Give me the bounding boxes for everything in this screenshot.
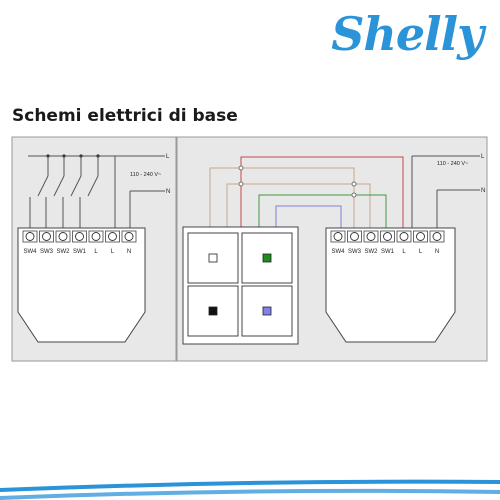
right-terminal-label: SW3 xyxy=(348,249,362,255)
switch-contact xyxy=(87,175,99,197)
right-terminal-label: SW2 xyxy=(364,249,378,255)
left-terminal-label: N xyxy=(127,249,131,255)
right-terminal-label: SW1 xyxy=(381,249,395,255)
left-terminal-label: SW1 xyxy=(73,249,87,255)
wire-blue xyxy=(275,205,342,228)
left-terminal-screw xyxy=(25,232,35,241)
wire-junction xyxy=(238,181,244,187)
switch-panel-buttons xyxy=(187,232,293,337)
left-terminal-label: SW4 xyxy=(23,249,37,255)
panel-indicator-blue xyxy=(262,306,272,316)
right-terminal-screw xyxy=(333,232,343,241)
page-title: Schemi elettrici di base xyxy=(12,106,238,126)
wire-orange-2 xyxy=(226,183,371,228)
left-neutral-label: N xyxy=(166,189,170,195)
footer-wave-stripe xyxy=(0,488,500,500)
switch-contact xyxy=(37,175,49,197)
right-voltage-label: 110 - 240 V~ xyxy=(437,161,468,167)
right-terminal-screw xyxy=(383,232,392,241)
footer-wave xyxy=(0,479,500,500)
right-terminal-label: L xyxy=(419,249,423,255)
wire-junction xyxy=(351,181,357,187)
right-neutral-label: N xyxy=(481,188,485,194)
wire-junction xyxy=(238,165,244,171)
right-terminal-screw xyxy=(399,232,409,241)
left-terminal-label: L xyxy=(111,249,115,255)
left-terminal-label: SW2 xyxy=(56,249,70,255)
left-terminal-screw xyxy=(108,232,117,241)
switch-contact xyxy=(70,175,82,197)
left-terminal-label: SW3 xyxy=(40,249,54,255)
left-device-body xyxy=(17,227,146,343)
right-terminal-screw xyxy=(416,232,425,241)
left-switches xyxy=(29,154,100,231)
wire-orange xyxy=(209,167,355,228)
wire-green xyxy=(258,194,387,228)
left-terminal-screw xyxy=(42,232,51,241)
footer-wave-stripe xyxy=(0,479,500,492)
left-terminal-screw xyxy=(124,232,134,241)
panel-indicator-white xyxy=(208,253,218,263)
left-terminal-label: L xyxy=(94,249,98,255)
left-terminal-screw xyxy=(75,232,84,241)
shelly-logo: Shelly xyxy=(331,7,484,61)
right-line-label: L xyxy=(481,154,485,160)
wire-red xyxy=(240,156,404,228)
left-terminal-screw xyxy=(58,232,68,241)
switch-contact xyxy=(53,175,65,197)
right-device-body xyxy=(325,227,456,343)
left-voltage-label: 110 - 240 V~ xyxy=(130,172,161,178)
right-terminal-label: L xyxy=(402,249,406,255)
panel-indicator-green xyxy=(262,253,272,263)
right-terminal-label: SW4 xyxy=(331,249,345,255)
right-terminal-screw xyxy=(366,232,376,241)
wire-junction xyxy=(351,192,357,198)
left-terminal-screw xyxy=(91,232,101,241)
right-terminal-label: N xyxy=(435,249,439,255)
panel-indicator-black xyxy=(208,306,218,316)
right-terminal-screw xyxy=(432,232,442,241)
right-terminal-screw xyxy=(350,232,359,241)
left-line-label: L xyxy=(166,154,170,160)
